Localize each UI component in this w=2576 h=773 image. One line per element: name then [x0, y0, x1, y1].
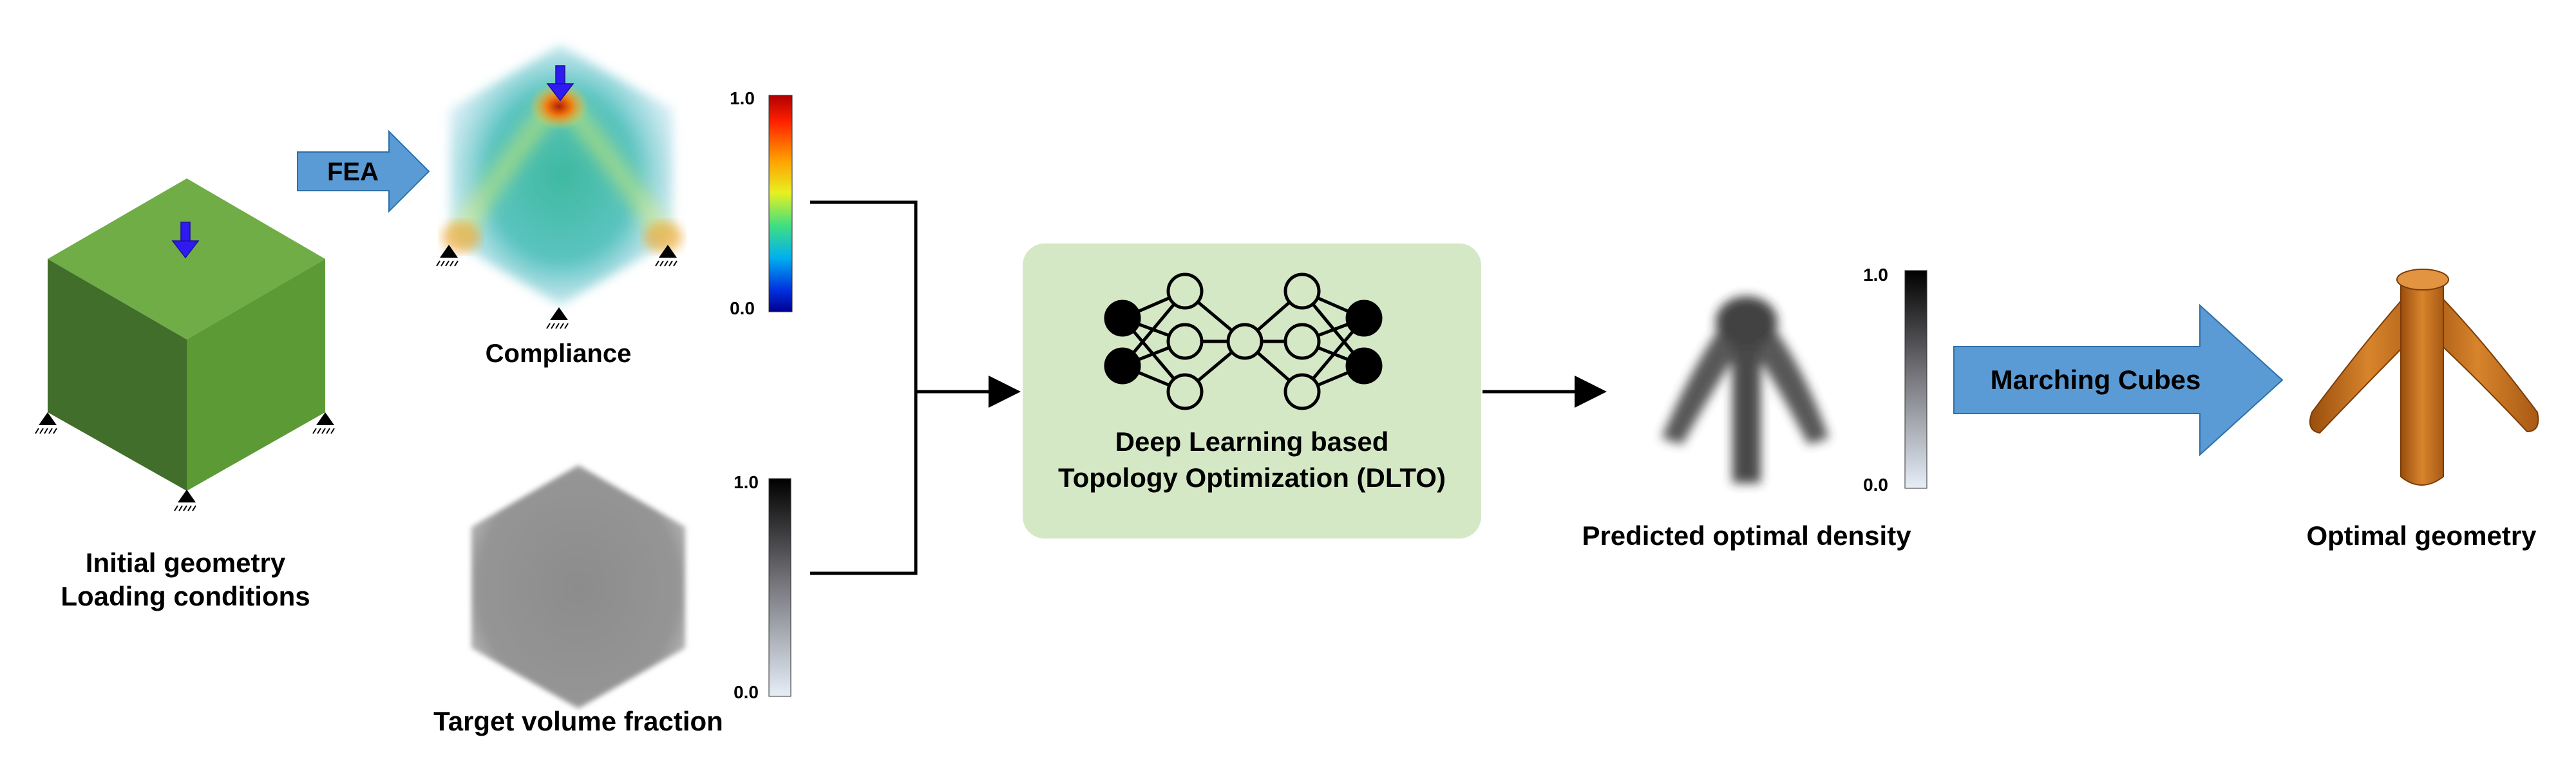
volume-fraction-colorbar: 1.0 0.0: [734, 472, 791, 702]
optimal-geometry-label: Optimal geometry: [2306, 520, 2537, 551]
support-icon: [174, 489, 196, 511]
marching-cubes-arrow: Marching Cubes: [1953, 303, 2284, 457]
predicted-scale-min: 0.0: [1863, 475, 1888, 495]
load-arrow-icon: [546, 65, 574, 102]
fea-label: FEA: [327, 158, 379, 186]
volume-scale-min: 0.0: [734, 682, 759, 702]
compliance-field-image: [436, 45, 683, 329]
predicted-density-label: Predicted optimal density: [1582, 520, 1911, 551]
support-icon: [546, 307, 569, 329]
compliance-scale-min: 0.0: [730, 298, 755, 318]
cube-left-face: [48, 259, 187, 491]
compliance-label: Compliance: [486, 339, 632, 368]
compliance-colorbar: 1.0 0.0: [730, 88, 793, 318]
compliance-scale-max: 1.0: [730, 88, 755, 108]
cube-top-face: [48, 178, 325, 339]
merge-connector: [810, 200, 1021, 575]
cube-right-face: [187, 259, 325, 491]
dlto-title-line2: Topology Optimization (DLTO): [1058, 463, 1446, 493]
volume-fraction-label: Target volume fraction: [433, 706, 723, 736]
initial-geometry-cube: [35, 178, 335, 511]
marching-cubes-label: Marching Cubes: [1991, 365, 2201, 395]
dlto-title-line1: Deep Learning based: [1115, 426, 1389, 457]
volume-fraction-image: [471, 465, 685, 709]
initial-geometry-label: Initial geometry: [86, 548, 286, 578]
predicted-density-image: [1662, 296, 1829, 483]
loading-conditions-label: Loading conditions: [61, 581, 310, 611]
load-arrow-icon: [171, 222, 200, 259]
neural-network-icon: [1104, 272, 1383, 410]
dlto-box: Deep Learning based Topology Optimizatio…: [1023, 243, 1481, 539]
volume-scale-max: 1.0: [734, 472, 759, 492]
fea-arrow: FEA: [297, 129, 430, 213]
predicted-density-colorbar: 1.0 0.0: [1863, 265, 1927, 495]
optimal-geometry-image: [2309, 269, 2539, 486]
predicted-scale-max: 1.0: [1863, 265, 1888, 285]
